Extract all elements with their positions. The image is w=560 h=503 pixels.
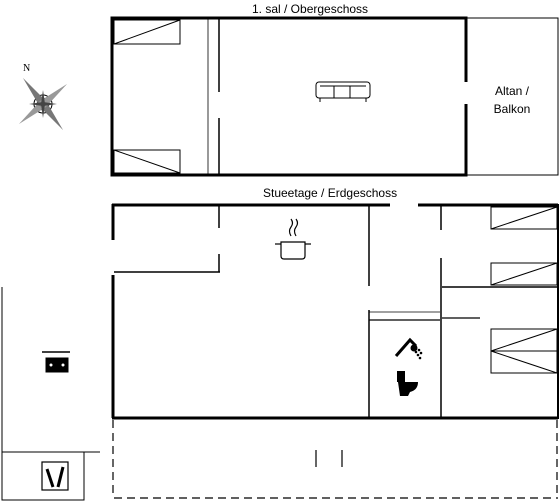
compass-north-label: N — [23, 63, 31, 74]
toilet-icon — [397, 371, 418, 396]
compass-rose-icon — [19, 78, 67, 130]
balcony-label-line1: Altan / — [494, 84, 530, 98]
sofa-icon — [315, 81, 371, 102]
ground-floor — [111, 203, 559, 420]
upper-floor — [110, 16, 559, 177]
shower-icon — [394, 337, 423, 360]
car-icon — [42, 351, 70, 373]
storage-room — [1, 451, 85, 501]
balcony-label: Altan / Balkon — [486, 82, 538, 118]
cooking-pot-icon — [275, 218, 311, 260]
upper-floor-title: 1. sal / Obergeschoss — [252, 2, 369, 16]
bed-ground-2 — [490, 262, 558, 286]
upper-floor-outline — [110, 16, 468, 177]
carport — [1, 287, 100, 501]
bed-upper-bottom — [113, 149, 181, 174]
bed-upper-top — [113, 19, 181, 45]
bed-ground-3 — [490, 328, 558, 374]
terrace-area — [112, 420, 558, 499]
wine-bottles-icon — [41, 461, 69, 491]
bed-ground-1 — [490, 206, 558, 230]
balcony-label-line2: Balkon — [493, 102, 531, 116]
ground-floor-title: Stueetage / Erdgeschoss — [263, 186, 398, 200]
balcony-outline — [466, 17, 559, 176]
